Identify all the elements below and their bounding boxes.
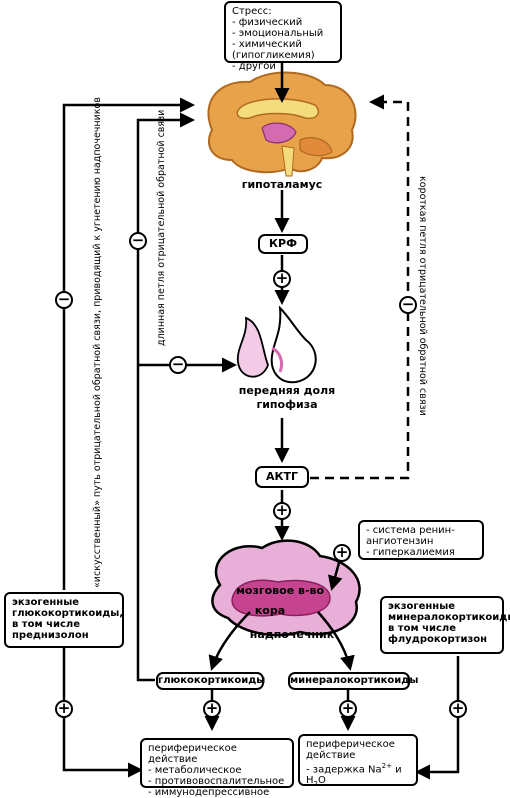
gluco-effect-item: противовоспалительное — [148, 776, 286, 787]
mineralocorticoids-label: минералокортикоиды — [288, 672, 418, 690]
mineral-effect-title: действие — [306, 750, 356, 761]
plus-sign: + — [273, 270, 291, 288]
gluco-effect-box: периферическое действие метаболическое п… — [140, 738, 294, 798]
plus-sign: + — [203, 700, 221, 718]
stress-item: химический (гипогликемия) — [232, 39, 334, 61]
artificial-feedback-label: «искусственный» путь отрицательной обрат… — [92, 97, 103, 588]
plus-sign: + — [339, 700, 357, 718]
plus-sign: + — [333, 544, 351, 562]
adrenal-medulla-label: мозговое в-во — [235, 584, 325, 597]
exo-mineral-line: минералокортикоиды, — [388, 612, 510, 623]
exo-mineral-line: флудрокортизон — [388, 634, 488, 645]
gluco-effect-item: метаболическое — [148, 765, 286, 776]
minus-sign: − — [169, 356, 187, 374]
raas-box: система ренин-ангиотензин гиперкалиемия — [358, 520, 484, 560]
exo-gluco-line: глюкокортикоиды, — [12, 608, 124, 619]
short-loop-label: короткая петля отрицательной обратной св… — [417, 176, 428, 416]
pituitary-illustration — [236, 305, 317, 384]
brain-illustration — [207, 71, 357, 177]
acth-label: АКТГ — [255, 466, 309, 488]
raas-item: гиперкалиемия — [366, 547, 476, 558]
plus-sign: + — [273, 502, 291, 520]
pituitary-label-line1: передняя доля — [238, 384, 336, 397]
exo-mineral-line: экзогенные — [388, 601, 456, 612]
raas-item: система ренин-ангиотензин — [366, 525, 476, 547]
exo-gluco-line: преднизолон — [12, 630, 89, 641]
stress-title: Стресс: — [232, 6, 272, 17]
pituitary-label-line2: гипофиза — [256, 398, 318, 411]
minus-sign: − — [399, 296, 417, 314]
hypothalamus-label: гипоталамус — [241, 178, 323, 191]
stress-box: Стресс: физический эмоциональный химичес… — [224, 1, 342, 72]
stress-item: физический — [232, 17, 334, 28]
adrenal-cortex-label: кора — [254, 604, 286, 617]
mineral-effect-title: периферическое — [306, 739, 395, 750]
exogenous-glucocorticoids-box: экзогенные глюкокортикоиды, в том числе … — [4, 592, 124, 648]
mineral-effect-item: - задержка Na2+ и H2O — [306, 762, 402, 789]
adrenal-gland-label: надпочечник — [249, 628, 335, 641]
stress-item: эмоциональный — [232, 28, 334, 39]
gluco-effect-item: иммунодепрессивное — [148, 787, 286, 798]
plus-sign: + — [449, 700, 467, 718]
exogenous-mineralocorticoids-box: экзогенные минералокортикоиды, в том чис… — [380, 596, 510, 654]
gluco-effect-title: периферическое действие — [148, 743, 237, 765]
exo-gluco-line: экзогенные — [12, 597, 80, 608]
stress-item: другой — [232, 61, 334, 72]
long-loop-label: длинная петля отрицательной обратной свя… — [156, 109, 167, 346]
plus-sign: + — [55, 700, 73, 718]
minus-sign: − — [55, 291, 73, 309]
exo-mineral-line: в том числе — [388, 623, 457, 634]
glucocorticoids-label: глюкокортикоиды — [156, 672, 265, 690]
mineral-effect-box: периферическое действие - задержка Na2+ … — [298, 734, 418, 788]
minus-sign: − — [129, 232, 147, 250]
exo-gluco-line: в том числе — [12, 619, 81, 630]
crf-label: КРФ — [258, 234, 308, 254]
